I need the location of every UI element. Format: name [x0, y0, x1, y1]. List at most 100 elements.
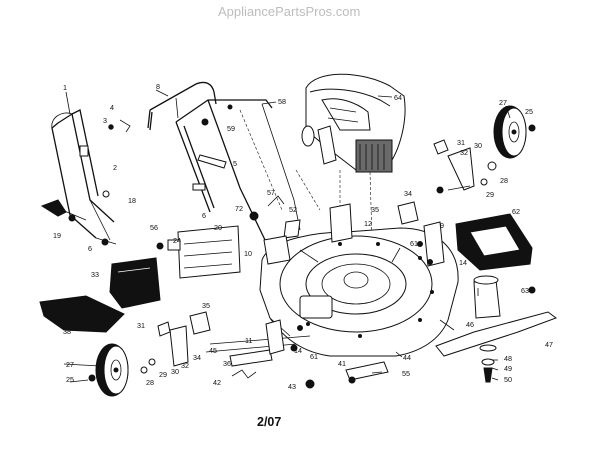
callout-61b: 61	[310, 352, 318, 361]
hubcap-25b	[88, 374, 96, 382]
lever-30b	[169, 325, 189, 367]
nut-43	[305, 379, 315, 389]
callout-6a: 6	[88, 244, 92, 253]
callout-28b: 28	[146, 378, 154, 387]
washer-29	[480, 178, 488, 186]
bolt-56	[156, 242, 164, 250]
engine	[301, 73, 406, 241]
callout-14b: 14	[294, 346, 302, 355]
watermark-text: AppliancePartsPros.com	[218, 4, 360, 19]
rear-bracket-10	[263, 235, 291, 265]
callout-14a: 14	[459, 258, 467, 267]
callout-31b: 31	[137, 321, 145, 330]
handle-bracket	[197, 154, 227, 169]
leader-lines	[63, 89, 511, 383]
rear-baffle	[455, 213, 533, 271]
callout-36: 36	[223, 359, 231, 368]
callout-49: 49	[504, 364, 512, 373]
callout-4: 4	[110, 103, 114, 112]
washer-28	[487, 161, 497, 171]
bolt-61	[417, 241, 423, 247]
callout-10: 10	[244, 249, 252, 258]
callout-52: 52	[289, 205, 297, 214]
callout-32b: 32	[181, 361, 189, 370]
bracket-11	[265, 319, 285, 355]
callout-56: 56	[150, 223, 158, 232]
callout-12: 12	[364, 219, 372, 228]
washer-29b	[148, 358, 156, 366]
knob-59	[201, 118, 209, 126]
callout-48: 48	[504, 354, 512, 363]
callout-29a: 29	[486, 190, 494, 199]
callout-38: 38	[63, 327, 71, 336]
callout-9: 9	[440, 221, 444, 230]
callout-19: 19	[53, 231, 61, 240]
callout-27a: 27	[499, 98, 507, 107]
callout-6b: 6	[202, 211, 206, 220]
mulch-plug	[39, 295, 125, 333]
callout-33: 33	[91, 270, 99, 279]
height-bracket-12	[329, 203, 353, 243]
callout-45: 45	[209, 346, 217, 355]
callout-5: 5	[233, 159, 237, 168]
blade-assembly	[435, 275, 558, 383]
date-code: 2/07	[257, 415, 281, 429]
callout-20: 20	[214, 223, 222, 232]
callout-41: 41	[338, 359, 346, 368]
rod-36	[229, 349, 273, 367]
callout-62: 62	[512, 207, 520, 216]
callout-58: 58	[278, 97, 286, 106]
height-lever-30	[447, 147, 475, 191]
bracket-52	[283, 219, 301, 239]
callout-3: 3	[103, 116, 107, 125]
bolt-34	[436, 186, 444, 194]
clip-4	[119, 119, 131, 133]
callout-44: 44	[403, 353, 411, 362]
callout-50: 50	[504, 375, 512, 384]
callout-18: 18	[128, 196, 136, 205]
rear-wheel-right	[493, 105, 527, 159]
callout-25a: 25	[525, 107, 533, 116]
mower-deck	[259, 227, 459, 357]
bolt-3	[108, 124, 114, 130]
cable-guide-2	[79, 145, 89, 157]
washer-18	[102, 190, 110, 198]
callout-labels: 1 2 3 4 5 6 6 8 10 11 12 14 14 18 19 20 …	[53, 82, 553, 391]
callout-63: 63	[521, 286, 529, 295]
callout-2: 2	[113, 163, 117, 172]
callout-34b: 34	[193, 353, 201, 362]
lower-handle	[51, 109, 117, 245]
callout-30b: 30	[171, 367, 179, 376]
bolt-14	[427, 259, 433, 265]
callout-34a: 34	[404, 189, 412, 198]
bolt-63	[528, 286, 536, 294]
callout-61a: 61	[410, 239, 418, 248]
callout-30a: 30	[474, 141, 482, 150]
callout-64: 64	[394, 93, 402, 102]
callout-43: 43	[288, 382, 296, 391]
callout-72: 72	[235, 204, 243, 213]
washer-28b	[140, 366, 148, 374]
bolt-41	[348, 376, 356, 384]
knob-72	[249, 211, 259, 221]
upper-handle	[147, 81, 217, 131]
starter-handle	[40, 199, 67, 217]
callout-59: 59	[227, 124, 235, 133]
wheel-adjuster-31	[433, 139, 449, 155]
callout-46: 46	[466, 320, 474, 329]
callout-11: 11	[245, 336, 252, 345]
callout-8: 8	[156, 82, 160, 91]
front-wheel-left	[95, 343, 129, 397]
callout-47: 47	[545, 340, 553, 349]
callout-57: 57	[267, 188, 275, 197]
adjuster-35	[397, 201, 419, 225]
discharge-chute	[109, 257, 161, 309]
callout-24: 24	[173, 236, 181, 245]
bolt-61b	[297, 325, 303, 331]
callout-29b: 29	[159, 370, 167, 379]
clip-31b	[157, 321, 171, 337]
adjuster-35b	[189, 311, 211, 335]
callout-32a: 32	[460, 148, 468, 157]
